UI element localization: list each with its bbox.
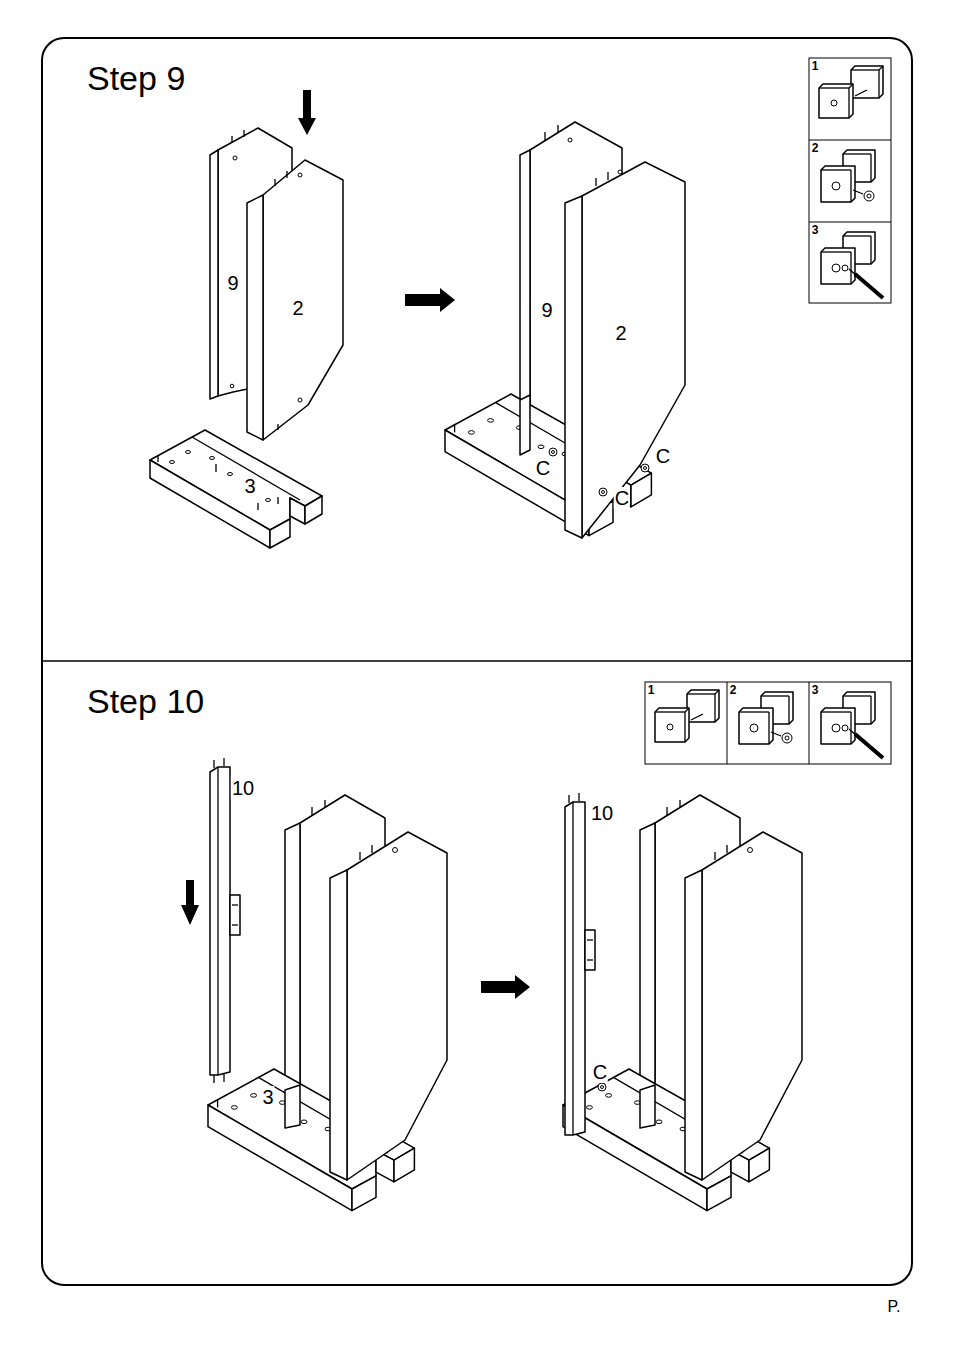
part-number: 3 xyxy=(243,475,256,497)
step-heading: Step 9 xyxy=(87,60,185,97)
part-number: 2 xyxy=(291,297,304,319)
part-number: 10 xyxy=(590,802,614,824)
connector-letter: C xyxy=(592,1061,608,1083)
substep-number: 3 xyxy=(811,684,820,697)
step-panel: Step 10 xyxy=(42,661,912,1285)
step-heading: Step 10 xyxy=(87,683,204,720)
part-number: 2 xyxy=(614,322,627,344)
connector-letter: C xyxy=(614,487,630,509)
part-number: 10 xyxy=(231,777,255,799)
page-number: P. xyxy=(886,1298,901,1316)
part-number: 3 xyxy=(261,1086,274,1108)
step-panel: Step 9 xyxy=(42,38,912,661)
part-number: 9 xyxy=(226,272,239,294)
substep-number: 2 xyxy=(811,142,820,155)
part-number: 9 xyxy=(540,299,553,321)
connector-letter: C xyxy=(655,445,671,467)
substep-number: 1 xyxy=(647,684,656,697)
substep-number: 3 xyxy=(811,224,820,237)
connector-letter: C xyxy=(535,457,551,479)
substep-number: 1 xyxy=(811,60,820,73)
substep-number: 2 xyxy=(729,684,738,697)
